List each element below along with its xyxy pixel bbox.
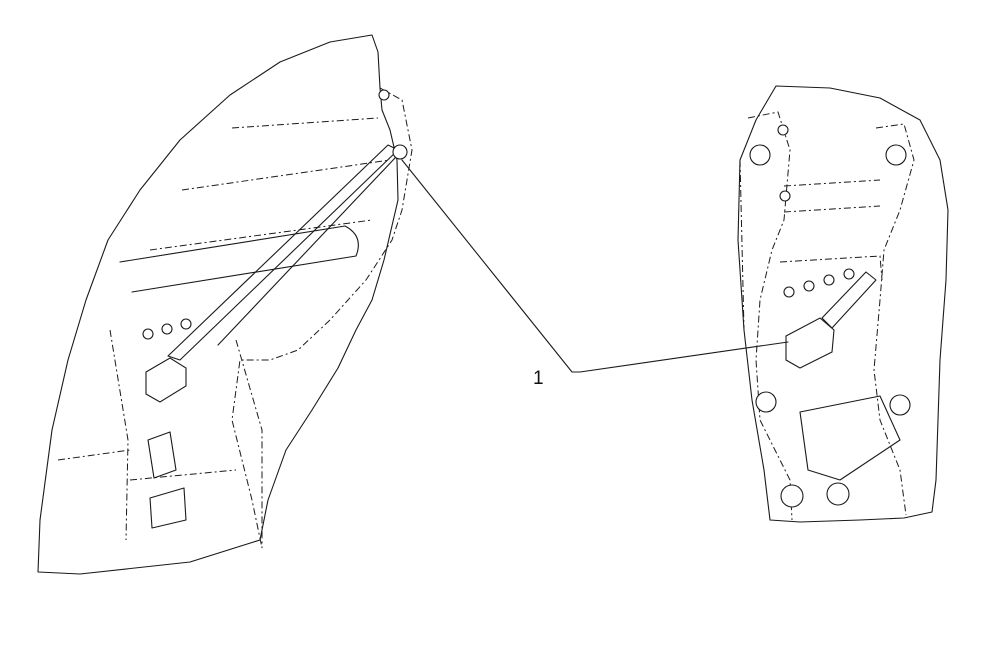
right-plate-left [739, 111, 793, 521]
right-plate-right [873, 123, 915, 516]
right-bolt-row-2 [803, 280, 815, 292]
right-bolt-row-4 [843, 268, 855, 280]
left-housing-outline [37, 34, 399, 575]
left-slat-1 [231, 117, 379, 129]
left-slat-2 [181, 159, 391, 191]
right-lower-web [799, 395, 901, 481]
right-bolt-row-1 [783, 286, 795, 298]
right-boss-tl [749, 144, 771, 166]
left-assembly [37, 34, 413, 575]
left-bolt-2 [161, 323, 173, 335]
left-slat-3 [149, 219, 373, 251]
callout-label-1: 1 [533, 368, 544, 389]
left-hinge-slot [147, 431, 187, 529]
right-strut [821, 271, 877, 329]
right-crossbar-3 [779, 255, 883, 281]
right-bolt-row-3 [823, 274, 835, 286]
callout-1: 1 [401, 159, 789, 389]
right-crossbar-1 [783, 179, 881, 187]
right-assembly [737, 85, 949, 523]
right-bolt-top-2 [779, 190, 791, 202]
left-roller-end [344, 225, 359, 257]
right-boss-br [826, 482, 850, 506]
right-boss-tr [885, 144, 907, 166]
callout-leader-line [401, 159, 789, 373]
right-boss-mr [889, 394, 911, 416]
right-bolt-top-1 [777, 124, 789, 136]
left-strut-foot [145, 357, 187, 403]
left-bolt-3 [180, 318, 192, 330]
left-roller [119, 225, 357, 293]
left-strut [167, 144, 399, 361]
left-strut-rod [217, 157, 396, 346]
right-housing-outline [737, 85, 949, 523]
left-lower-bracket [57, 329, 263, 548]
right-boss-ml [755, 391, 777, 413]
right-crossbar-2 [783, 205, 881, 213]
right-strut-foot [785, 317, 835, 369]
left-side-plate [231, 87, 413, 549]
left-bolt-1 [142, 328, 154, 340]
left-pivot-top [392, 144, 408, 160]
right-boss-bl [780, 484, 804, 508]
left-bolt-top [378, 89, 390, 101]
